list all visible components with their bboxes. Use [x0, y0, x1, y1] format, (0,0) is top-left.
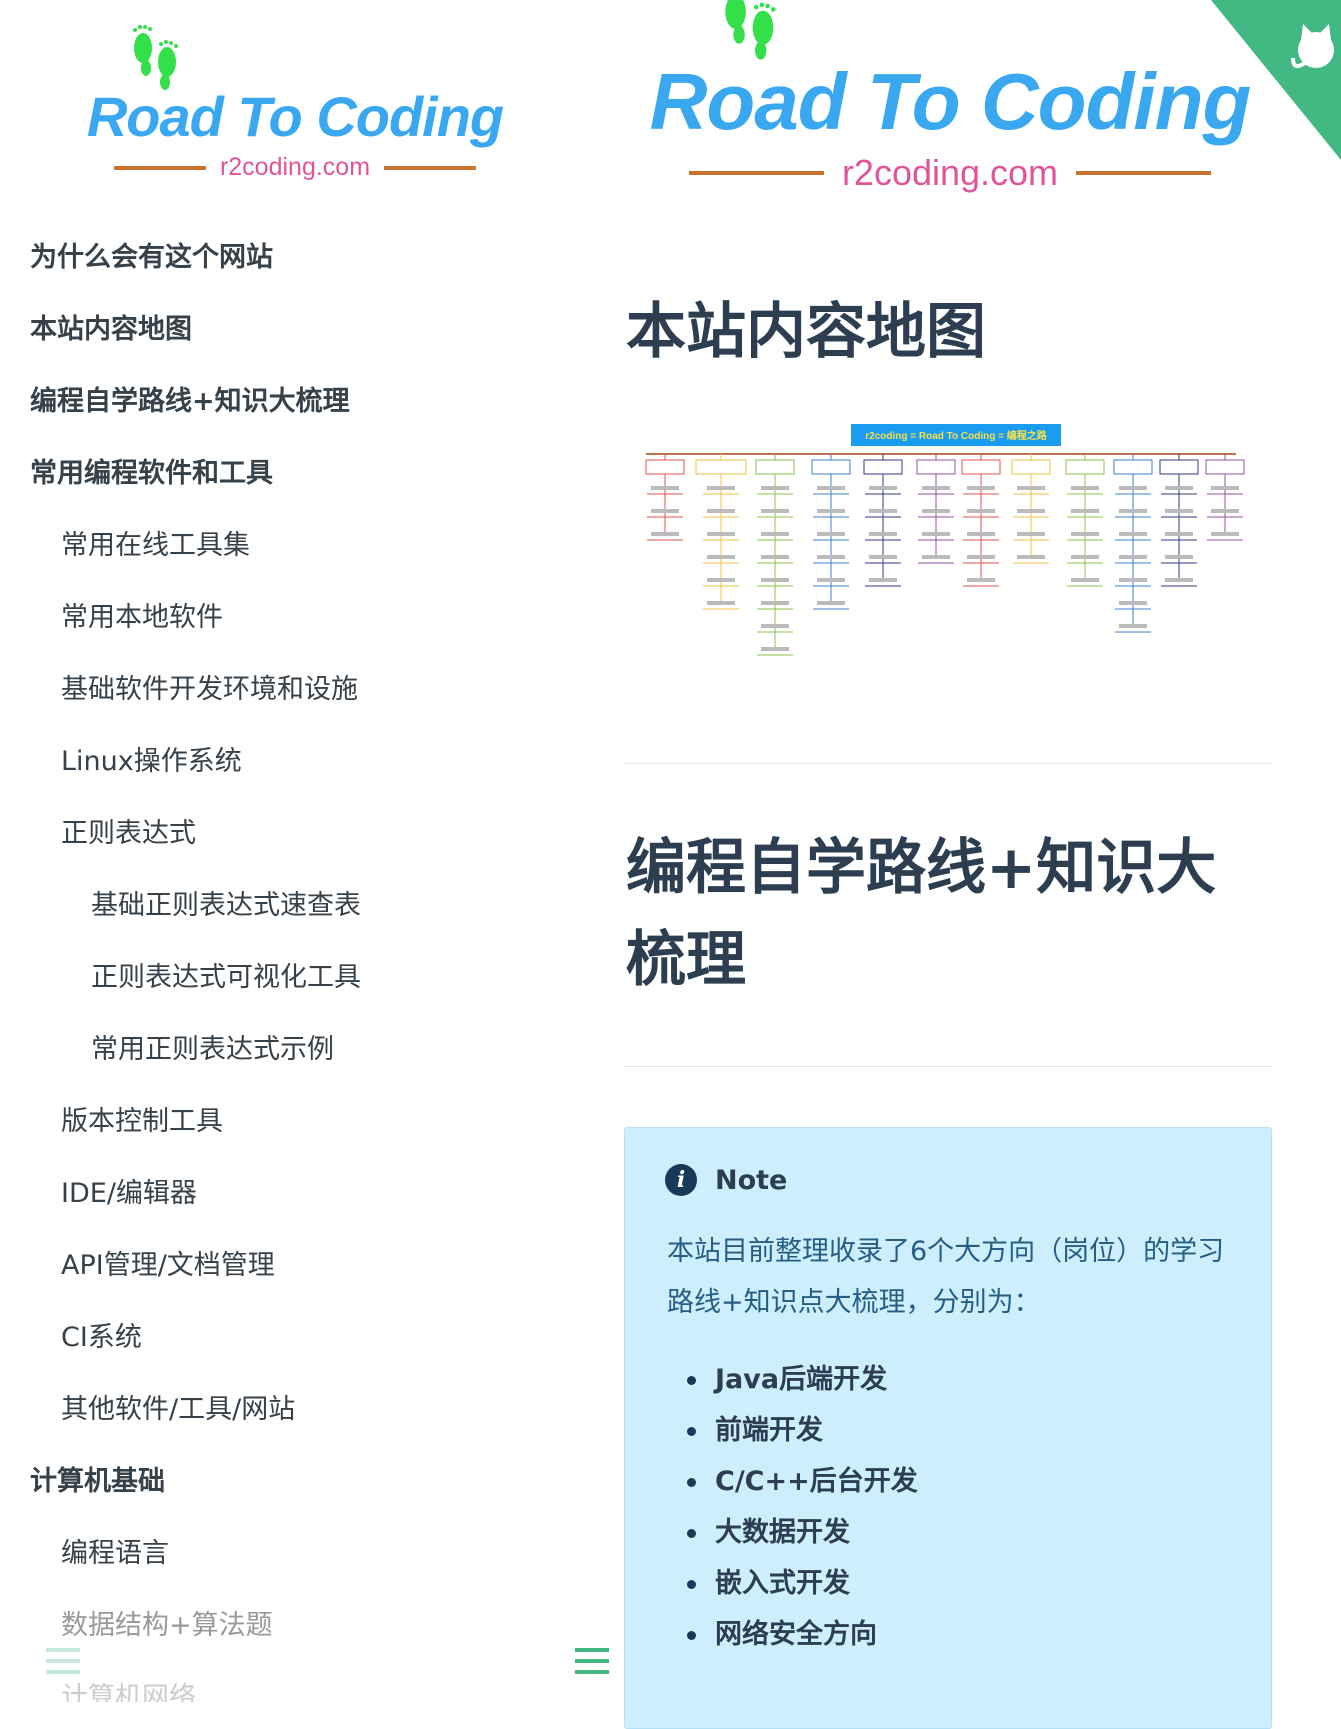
sidebar-logo[interactable]: Road To Coding r2coding.com	[70, 22, 520, 182]
note-text: 本站目前整理收录了6个大方向（岗位）的学习路线+知识点大梳理，分别为：	[667, 1236, 1225, 1318]
content-mind-map-image[interactable]: r2coding = Road To Coding = 编程之路	[634, 424, 1274, 684]
sidebar-item[interactable]: 常用编程软件和工具	[30, 458, 273, 489]
note-list-item-label: 网络安全方向	[715, 1619, 877, 1650]
sidebar-toggle-button[interactable]	[575, 1648, 609, 1674]
sidebar-item[interactable]: 正则表达式	[61, 818, 196, 849]
divider	[113, 165, 206, 170]
note-list-item: 前端开发	[667, 1405, 918, 1456]
note-list-item-label: Java后端开发	[715, 1364, 888, 1395]
sidebar-item[interactable]: 为什么会有这个网站	[30, 242, 273, 273]
note-title: Note	[715, 1164, 788, 1196]
divider	[1076, 171, 1212, 175]
logo-title: Road To Coding	[649, 57, 1252, 146]
sidebar-item[interactable]: 计算机网络	[61, 1682, 196, 1702]
mindmap-root	[851, 424, 1061, 446]
note-callout: i Note 本站目前整理收录了6个大方向（岗位）的学习路线+知识点大梳理，分别为…	[624, 1127, 1272, 1729]
main-logo: Road To Coding r2coding.com	[630, 0, 1270, 194]
bullet-icon	[687, 1580, 696, 1589]
note-list-item-label: C/C++后台开发	[715, 1466, 918, 1497]
footprints-logo-icon	[133, 25, 178, 90]
sidebar-item[interactable]: API管理/文档管理	[61, 1250, 275, 1281]
sidebar-item[interactable]: 常用在线工具集	[61, 530, 250, 561]
github-corner-icon[interactable]	[1181, 0, 1341, 160]
footprints-logo-icon	[725, 0, 776, 60]
sidebar-nav: 为什么会有这个网站本站内容地图编程自学路线+知识大梳理常用编程软件和工具常用在线…	[0, 236, 600, 1702]
divider	[384, 165, 477, 170]
mindmap-branch	[695, 454, 747, 610]
note-list-item: Java后端开发	[667, 1354, 918, 1405]
sidebar-item[interactable]: 常用本地软件	[61, 602, 223, 633]
mindmap-branch	[1065, 454, 1105, 587]
note-list-item: C/C++后台开发	[667, 1456, 918, 1507]
sidebar-item[interactable]: 常用正则表达式示例	[91, 1034, 334, 1065]
sidebar-item[interactable]: 数据结构+算法题	[61, 1610, 273, 1641]
mindmap-branch	[811, 454, 851, 610]
sidebar-item[interactable]: 编程自学路线+知识大梳理	[30, 386, 350, 417]
sidebar-item[interactable]: 其他软件/工具/网站	[61, 1394, 296, 1425]
bullet-icon	[687, 1376, 696, 1385]
menu-icon[interactable]	[46, 1648, 80, 1674]
section-heading: 编程自学路线+知识大梳理	[626, 833, 1217, 995]
sidebar-item[interactable]: 基础正则表达式速查表	[91, 890, 361, 921]
sidebar-item[interactable]: 正则表达式可视化工具	[91, 962, 361, 993]
mindmap-branch	[916, 454, 956, 564]
divider	[624, 763, 1272, 764]
logo-title: Road To Coding	[86, 85, 504, 148]
bullet-icon	[687, 1529, 696, 1538]
note-list-item-label: 大数据开发	[715, 1517, 850, 1548]
mindmap-branch	[863, 454, 903, 587]
page-title: 本站内容地图	[626, 297, 986, 367]
divider	[624, 1066, 1272, 1067]
bullet-icon	[687, 1631, 696, 1640]
mindmap-branch	[1113, 454, 1153, 633]
note-list: Java后端开发前端开发 C/C++后台开发大数据开发嵌入式开发网络安全方向	[667, 1354, 918, 1660]
note-list-item: 大数据开发	[667, 1507, 918, 1558]
note-list-item: 嵌入式开发	[667, 1558, 918, 1609]
sidebar: Road To Coding r2coding.com 为什么会有这个网站本站内…	[0, 0, 600, 1702]
sidebar-item[interactable]: 编程语言	[61, 1538, 169, 1569]
note-list-item-label: 前端开发	[715, 1415, 823, 1446]
mindmap-branch	[645, 454, 685, 541]
sidebar-item[interactable]: 计算机基础	[30, 1466, 165, 1497]
note-list-item: 网络安全方向	[667, 1609, 918, 1660]
logo-subtitle: r2coding.com	[219, 153, 371, 181]
info-icon: i	[665, 1164, 697, 1196]
mindmap-branch	[1159, 454, 1199, 587]
divider	[688, 171, 824, 175]
bullet-icon	[687, 1427, 696, 1436]
sidebar-item[interactable]: 本站内容地图	[30, 314, 192, 345]
logo-subtitle: r2coding.com	[841, 152, 1059, 193]
sidebar-item[interactable]: 基础软件开发环境和设施	[61, 674, 358, 705]
mindmap-branch	[1205, 454, 1245, 541]
mindmap-root-label: r2coding = Road To Coding = 编程之路	[865, 429, 1047, 442]
sidebar-item[interactable]: 版本控制工具	[61, 1106, 223, 1137]
mindmap-branch	[1011, 454, 1051, 564]
bullet-icon	[687, 1478, 696, 1487]
mindmap-branch	[755, 454, 795, 656]
sidebar-item[interactable]: CI系统	[61, 1322, 142, 1353]
mindmap-branch	[961, 454, 1001, 587]
note-list-item-label: 嵌入式开发	[715, 1568, 850, 1599]
sidebar-item[interactable]: IDE/编辑器	[61, 1178, 197, 1209]
sidebar-item[interactable]: Linux操作系统	[61, 746, 242, 777]
